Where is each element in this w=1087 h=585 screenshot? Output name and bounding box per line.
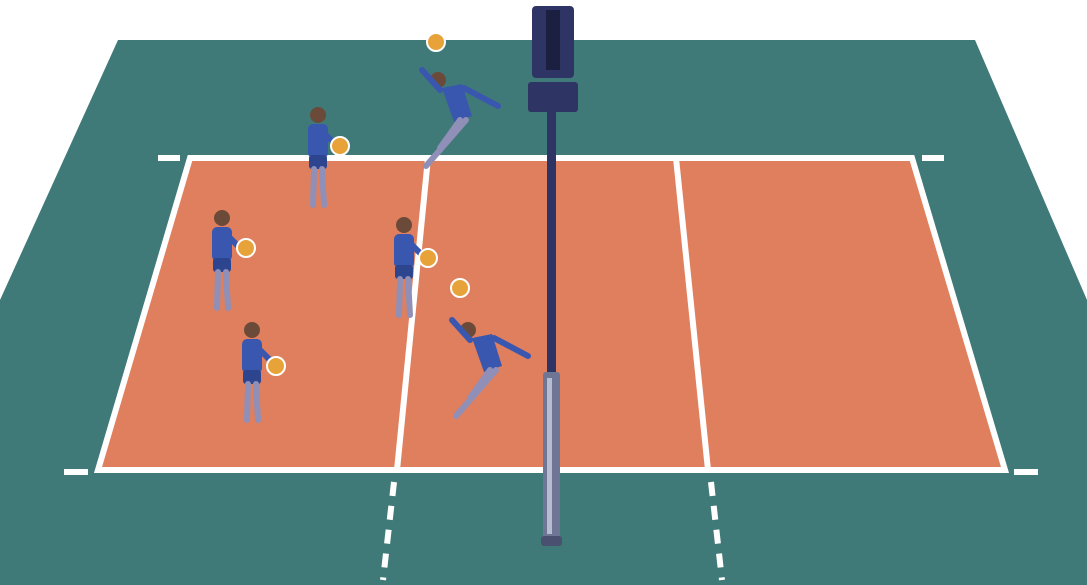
player-leg-right bbox=[408, 279, 410, 315]
player-torso bbox=[212, 227, 232, 261]
player-leg-left bbox=[313, 169, 314, 205]
volleyball bbox=[419, 249, 437, 267]
player-leg-right bbox=[256, 384, 258, 420]
post-lower-shine bbox=[547, 378, 552, 534]
player-head bbox=[310, 107, 326, 123]
player-shorts bbox=[213, 258, 231, 272]
volleyball bbox=[237, 239, 255, 257]
volleyball bbox=[451, 279, 469, 297]
player-leg-left bbox=[247, 384, 248, 420]
player-torso bbox=[242, 339, 262, 373]
player-leg-right bbox=[322, 169, 324, 205]
post-foot bbox=[541, 536, 562, 546]
player-head bbox=[214, 210, 230, 226]
player-torso bbox=[308, 124, 328, 158]
player-shorts bbox=[395, 265, 413, 279]
player-head bbox=[244, 322, 260, 338]
post-base-block bbox=[528, 82, 578, 112]
volleyball bbox=[267, 357, 285, 375]
player-leg-left bbox=[399, 279, 400, 315]
player-torso bbox=[394, 234, 414, 268]
player-leg-right bbox=[226, 272, 228, 308]
player-leg-left bbox=[217, 272, 218, 308]
player-shorts bbox=[243, 370, 261, 384]
volleyball bbox=[427, 33, 445, 51]
player-head bbox=[396, 217, 412, 233]
volleyball bbox=[331, 137, 349, 155]
player-shorts bbox=[309, 155, 327, 169]
post-head-slot bbox=[546, 10, 560, 70]
post-pole bbox=[547, 108, 556, 378]
